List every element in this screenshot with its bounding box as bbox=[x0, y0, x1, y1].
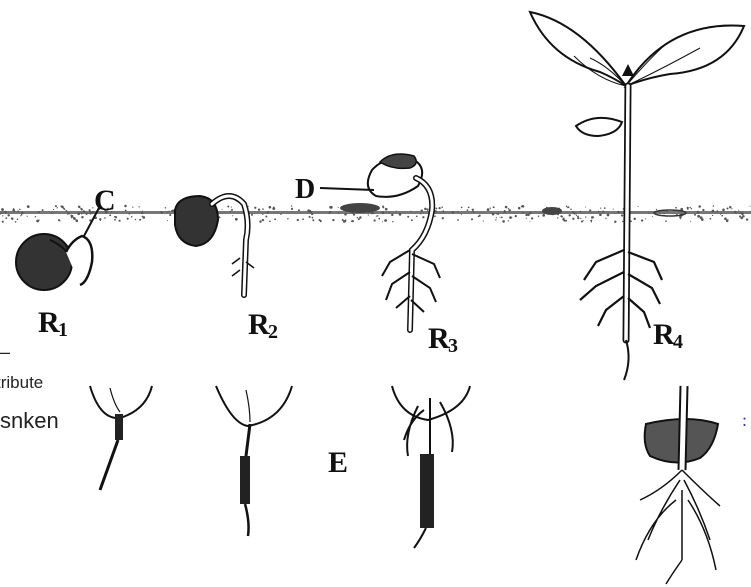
pointer-line-d bbox=[320, 188, 374, 190]
label-d: D bbox=[295, 174, 315, 205]
seedling-r3 bbox=[320, 154, 440, 330]
label-r3: R 3 bbox=[428, 322, 458, 357]
svg-text:4: 4 bbox=[673, 331, 683, 353]
seedling-r4 bbox=[530, 12, 744, 380]
label-e: E bbox=[328, 446, 348, 479]
stray-link-fragment[interactable]: : bbox=[742, 410, 747, 430]
stray-dash: – bbox=[0, 342, 10, 362]
svg-text:R: R bbox=[38, 306, 60, 339]
label-c: C bbox=[94, 184, 116, 217]
label-r2: R 2 bbox=[248, 308, 278, 343]
label-r1: R 1 bbox=[38, 306, 68, 341]
seedling-r1 bbox=[16, 206, 100, 290]
svg-text:1: 1 bbox=[58, 319, 68, 341]
root-tip-1 bbox=[90, 386, 152, 490]
svg-text:R: R bbox=[653, 318, 675, 351]
seedling-r2 bbox=[175, 196, 254, 295]
label-r4: R 4 bbox=[653, 318, 683, 353]
svg-text:R: R bbox=[248, 308, 270, 341]
root-tip-2 bbox=[216, 386, 292, 536]
stray-partial-text: snken bbox=[0, 408, 59, 433]
svg-text:3: 3 bbox=[448, 335, 458, 357]
root-tip-4 bbox=[636, 386, 720, 584]
svg-text:2: 2 bbox=[268, 321, 278, 343]
root-tip-3 bbox=[392, 386, 470, 548]
stray-clipped-text: tribute bbox=[0, 373, 43, 392]
svg-text:R: R bbox=[428, 322, 450, 355]
